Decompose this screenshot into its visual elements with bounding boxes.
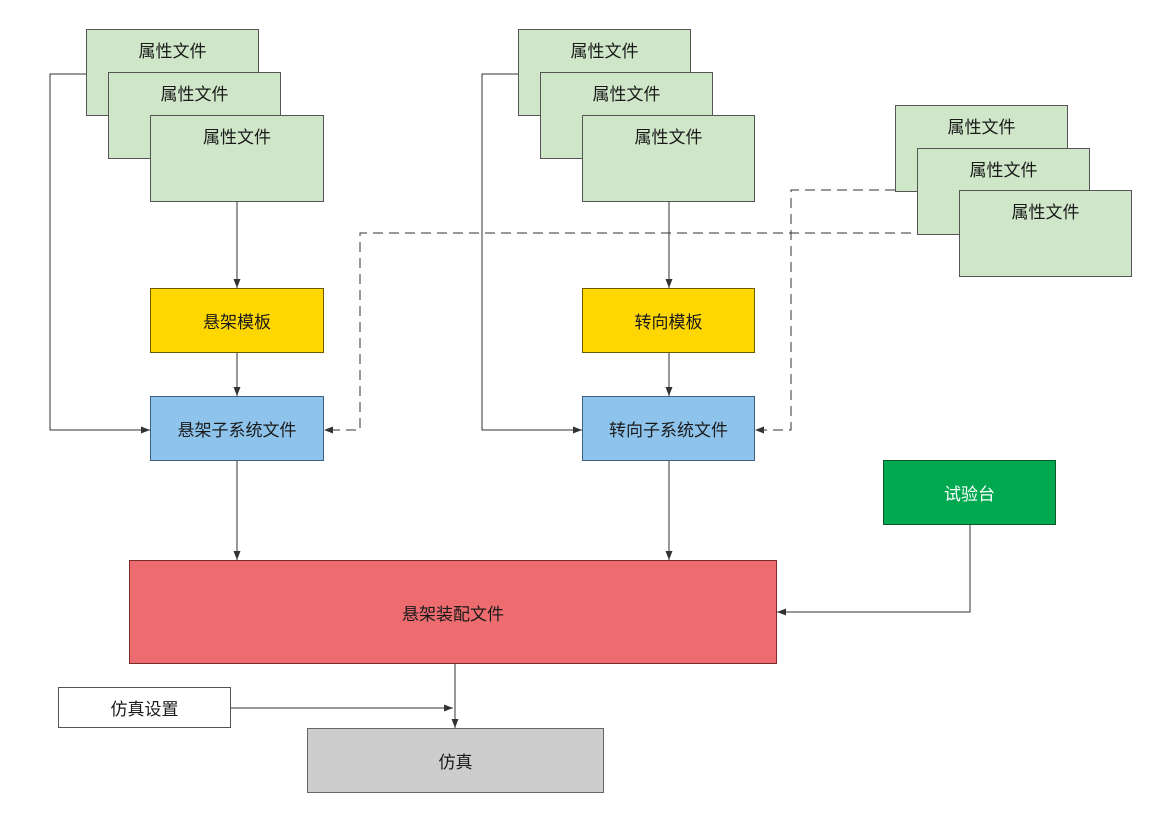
- steering-subsystem-label: 转向子系统文件: [609, 421, 728, 441]
- suspension-template-box: 悬架模板: [150, 288, 324, 353]
- attr-file-label: 属性文件: [203, 128, 271, 148]
- attr-file-label: 属性文件: [570, 42, 639, 62]
- attr-file-right-3: 属性文件: [959, 190, 1132, 277]
- simulation-label: 仿真: [438, 753, 473, 773]
- steering-template-label: 转向模板: [634, 313, 703, 333]
- dashed-arrow-to-suspension-subsystem: [324, 232, 959, 434]
- test-rig-box: 试验台: [883, 460, 1056, 525]
- arrow-attr-to-steering-subsystem: [481, 73, 582, 434]
- steering-template-box: 转向模板: [582, 288, 755, 353]
- simulation-box: 仿真: [307, 728, 604, 793]
- attr-file-label: 属性文件: [138, 42, 207, 62]
- assembly-file-label: 悬架装配文件: [402, 604, 504, 625]
- attr-file-mid-3: 属性文件: [582, 115, 755, 202]
- suspension-template-label: 悬架模板: [203, 313, 271, 333]
- steering-subsystem-box: 转向子系统文件: [582, 396, 755, 461]
- dashed-arrow-to-steering-subsystem: [755, 189, 895, 434]
- arrow-test-rig-to-assembly: [777, 525, 971, 616]
- attr-file-left-3: 属性文件: [150, 115, 324, 202]
- arrow-attr-to-suspension-subsystem: [49, 73, 150, 434]
- attr-file-label: 属性文件: [634, 128, 703, 148]
- simulation-settings-label: 仿真设置: [110, 700, 179, 720]
- attr-file-label: 属性文件: [160, 85, 229, 105]
- test-rig-label: 试验台: [944, 485, 995, 505]
- attr-file-label: 属性文件: [1011, 203, 1080, 223]
- simulation-settings-box: 仿真设置: [58, 687, 231, 728]
- attr-file-label: 属性文件: [947, 118, 1016, 138]
- attr-file-label: 属性文件: [592, 85, 661, 105]
- assembly-file-box: 悬架装配文件: [129, 560, 777, 664]
- suspension-subsystem-label: 悬架子系统文件: [177, 421, 297, 441]
- suspension-subsystem-box: 悬架子系统文件: [150, 396, 324, 461]
- attr-file-label: 属性文件: [969, 161, 1038, 181]
